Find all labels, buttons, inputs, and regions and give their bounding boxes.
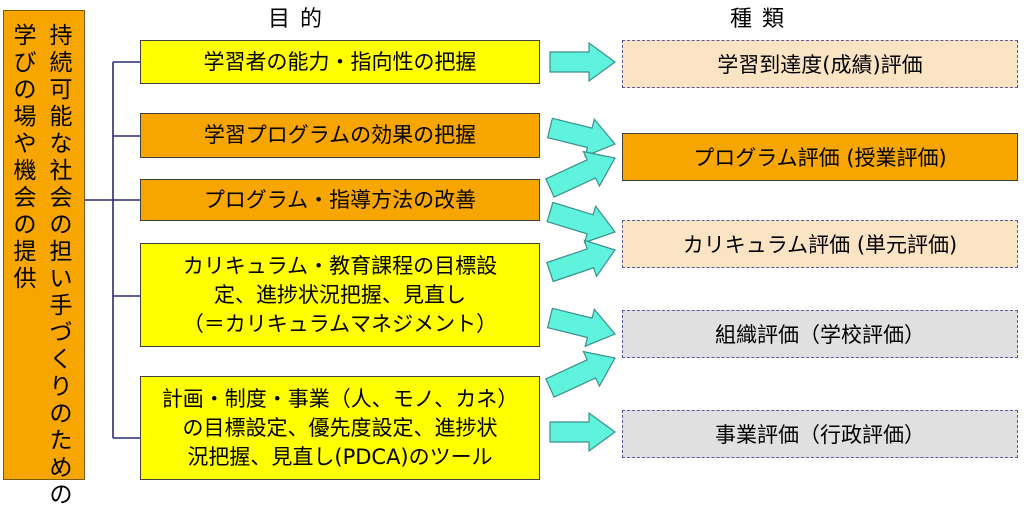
purpose-5-text: 計画・制度・事業（人、モノ、カネ） の目標設定、優先度設定、進捗状 況把握、見直…: [162, 385, 519, 472]
header-purpose: 目的: [268, 7, 333, 32]
purpose-2-line-1: 学習プログラムの効果の把握: [203, 123, 477, 147]
type-box-1: 学習到達度(成績)評価: [622, 40, 1018, 88]
arrow-p3-to-t3: [546, 201, 616, 244]
root-text-left: 学びの場や機会の提供: [13, 23, 37, 292]
type-box-4: 組織評価（学校評価）: [622, 310, 1018, 358]
arrow-p5-to-t4: [545, 350, 616, 398]
type-box-3: カリキュラム評価 (単元評価): [622, 220, 1018, 268]
arrow-p4-to-t4: [546, 307, 616, 348]
arrow-p5-to-t5: [549, 411, 617, 453]
purpose-4-line-2: 定、進捗状況把握、見直し: [214, 282, 466, 307]
purpose-2-text: 学習プログラムの効果の把握: [204, 121, 476, 150]
purpose-3-text: プログラム・指導方法の改善: [204, 186, 476, 215]
header-type: 種類: [730, 7, 795, 32]
arrow-p2-to-t2: [546, 117, 616, 158]
purpose-5-line-1: 計画・制度・事業（人、モノ、カネ）: [161, 386, 519, 411]
purpose-5-line-3: 況把握、見直し(PDCA)のツール: [187, 444, 493, 469]
type-box-5: 事業評価（行政評価）: [622, 410, 1018, 458]
purpose-box-2: 学習プログラムの効果の把握: [140, 113, 540, 158]
purpose-4-line-3: （＝カリキュラムマネジメント）: [182, 311, 498, 336]
purpose-5-line-2: の目標設定、優先度設定、進捗状: [182, 415, 498, 440]
diagram-connectors: [85, 41, 617, 453]
purpose-3-line-1: プログラム・指導方法の改善: [203, 187, 477, 212]
arrow-p4-to-t3: [546, 239, 616, 283]
arrow-p3-to-t2: [545, 150, 616, 198]
purpose-box-5: 計画・制度・事業（人、モノ、カネ） の目標設定、優先度設定、進捗状 況把握、見直…: [140, 376, 540, 480]
purpose-4-line-1: カリキュラム・教育課程の目標設: [182, 253, 498, 278]
root-text-right: 持続可能な社会の担い手づくりのための: [49, 23, 73, 508]
purpose-4-text: カリキュラム・教育課程の目標設 定、進捗状況把握、見直し （＝カリキュラムマネジ…: [183, 252, 497, 339]
type-box-2: プログラム評価 (授業評価): [622, 133, 1018, 181]
purpose-1-line-1: 学習者の能力・指向性の把握: [203, 49, 477, 74]
purpose-1-text: 学習者の能力・指向性の把握: [204, 48, 477, 77]
purpose-box-3: プログラム・指導方法の改善: [140, 179, 540, 221]
purpose-box-1: 学習者の能力・指向性の把握: [140, 40, 540, 84]
arrow-p1-to-t1: [549, 41, 617, 83]
root-box: 持続可能な社会の担い手づくりのための 学びの場や機会の提供: [3, 10, 85, 508]
purpose-box-4: カリキュラム・教育課程の目標設 定、進捗状況把握、見直し （＝カリキュラムマネジ…: [140, 243, 540, 347]
